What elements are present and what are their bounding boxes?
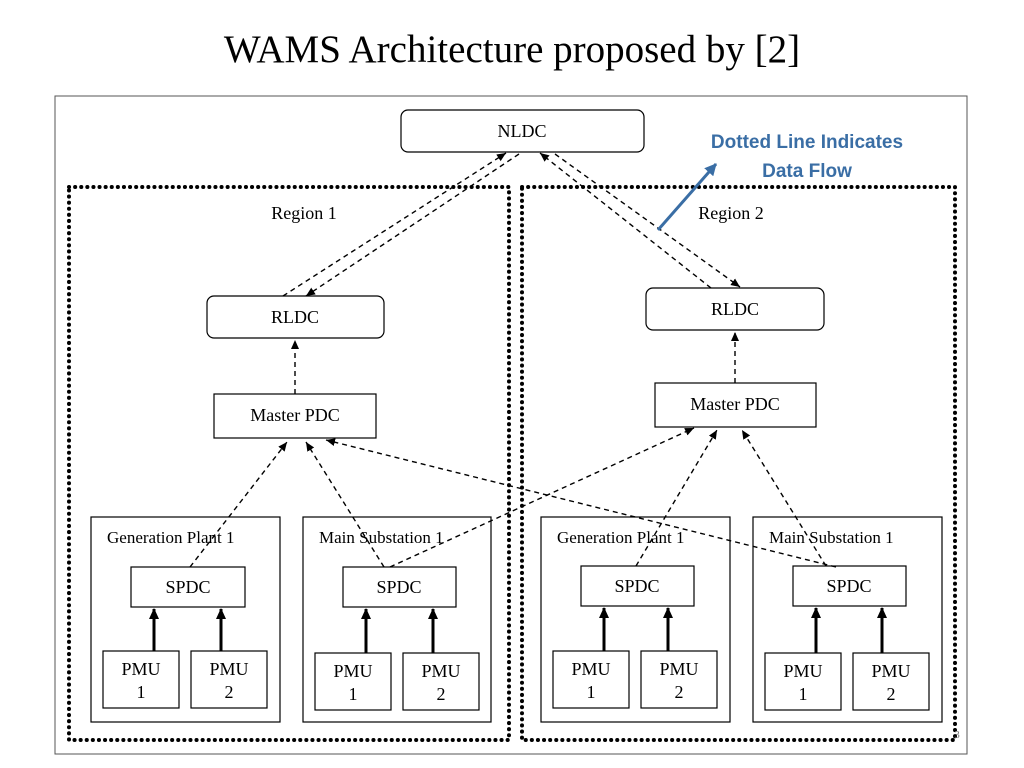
- pmu-label: PMU: [121, 659, 160, 679]
- r2-rldc-node: [645, 287, 825, 331]
- callout-line2: Data Flow: [762, 161, 852, 182]
- diagram-frame: [54, 95, 968, 755]
- r1-rldc-label: RLDC: [271, 307, 319, 327]
- pmu-label: PMU: [659, 659, 698, 679]
- pmu-number: 2: [225, 682, 234, 702]
- pmu-node: [552, 650, 630, 709]
- pmu-number: 1: [137, 682, 146, 702]
- pmu-label: PMU: [571, 659, 610, 679]
- data-flow-arrow: [305, 441, 385, 568]
- region1-border: [67, 185, 511, 742]
- pmu-node: [102, 650, 180, 709]
- region1-label: Region 1: [271, 203, 337, 223]
- r1-master-pdc-label: Master PDC: [250, 405, 340, 425]
- r2-gen-plant-label: Generation Plant 1: [557, 528, 684, 547]
- r2-gen-plant-box: [540, 516, 731, 723]
- data-flow-arrow: [389, 427, 695, 568]
- spdc-node: [580, 565, 695, 607]
- pmu-number: 2: [437, 684, 446, 704]
- r1-master-pdc-node: [213, 393, 377, 439]
- nldc-label: NLDC: [498, 121, 547, 141]
- spdc-label: SPDC: [826, 576, 871, 596]
- region2-label: Region 2: [698, 203, 764, 223]
- spdc-node: [342, 566, 457, 608]
- pmu-node: [314, 652, 392, 711]
- region2-border: [520, 185, 957, 742]
- spdc-node: [130, 566, 246, 608]
- r2-master-pdc-node: [654, 382, 817, 428]
- pmu-node: [764, 652, 842, 711]
- data-flow-arrow: [189, 441, 288, 568]
- pmu-number: 2: [887, 684, 896, 704]
- r2-master-pdc-label: Master PDC: [690, 394, 780, 414]
- data-flow-arrow: [305, 153, 520, 297]
- data-flow-arrow: [554, 153, 741, 288]
- spdc-label: SPDC: [376, 577, 421, 597]
- nldc-node: [400, 109, 645, 153]
- pmu-number: 1: [799, 684, 808, 704]
- spdc-node: [792, 565, 907, 607]
- spdc-label: SPDC: [614, 576, 659, 596]
- r1-gen-plant-box: [90, 516, 281, 723]
- pmu-label: PMU: [209, 659, 248, 679]
- r2-substation-label: Main Substation 1: [769, 528, 894, 547]
- pmu-node: [402, 652, 480, 711]
- pmu-node: [190, 650, 268, 709]
- data-flow-arrow: [282, 152, 507, 297]
- r1-substation-label: Main Substation 1: [319, 528, 444, 547]
- data-flow-arrow: [325, 438, 837, 568]
- pmu-label: PMU: [421, 661, 460, 681]
- callout-line1: Dotted Line Indicates: [711, 132, 903, 153]
- page-number: 3: [954, 729, 960, 741]
- pmu-number: 1: [349, 684, 358, 704]
- pmu-number: 1: [587, 682, 596, 702]
- pmu-label: PMU: [783, 661, 822, 681]
- callout-arrow: [656, 163, 718, 231]
- pmu-node: [640, 650, 718, 709]
- slide-title: WAMS Architecture proposed by [2]: [224, 28, 800, 71]
- pmu-node: [852, 652, 930, 711]
- data-flow-arrow: [539, 152, 712, 289]
- r1-substation-box: [302, 516, 492, 723]
- r1-rldc-node: [206, 295, 385, 339]
- r2-rldc-label: RLDC: [711, 299, 759, 319]
- pmu-label: PMU: [871, 661, 910, 681]
- pmu-label: PMU: [333, 661, 372, 681]
- r1-gen-plant-label: Generation Plant 1: [107, 528, 234, 547]
- pmu-number: 2: [675, 682, 684, 702]
- spdc-label: SPDC: [165, 577, 210, 597]
- r2-substation-box: [752, 516, 943, 723]
